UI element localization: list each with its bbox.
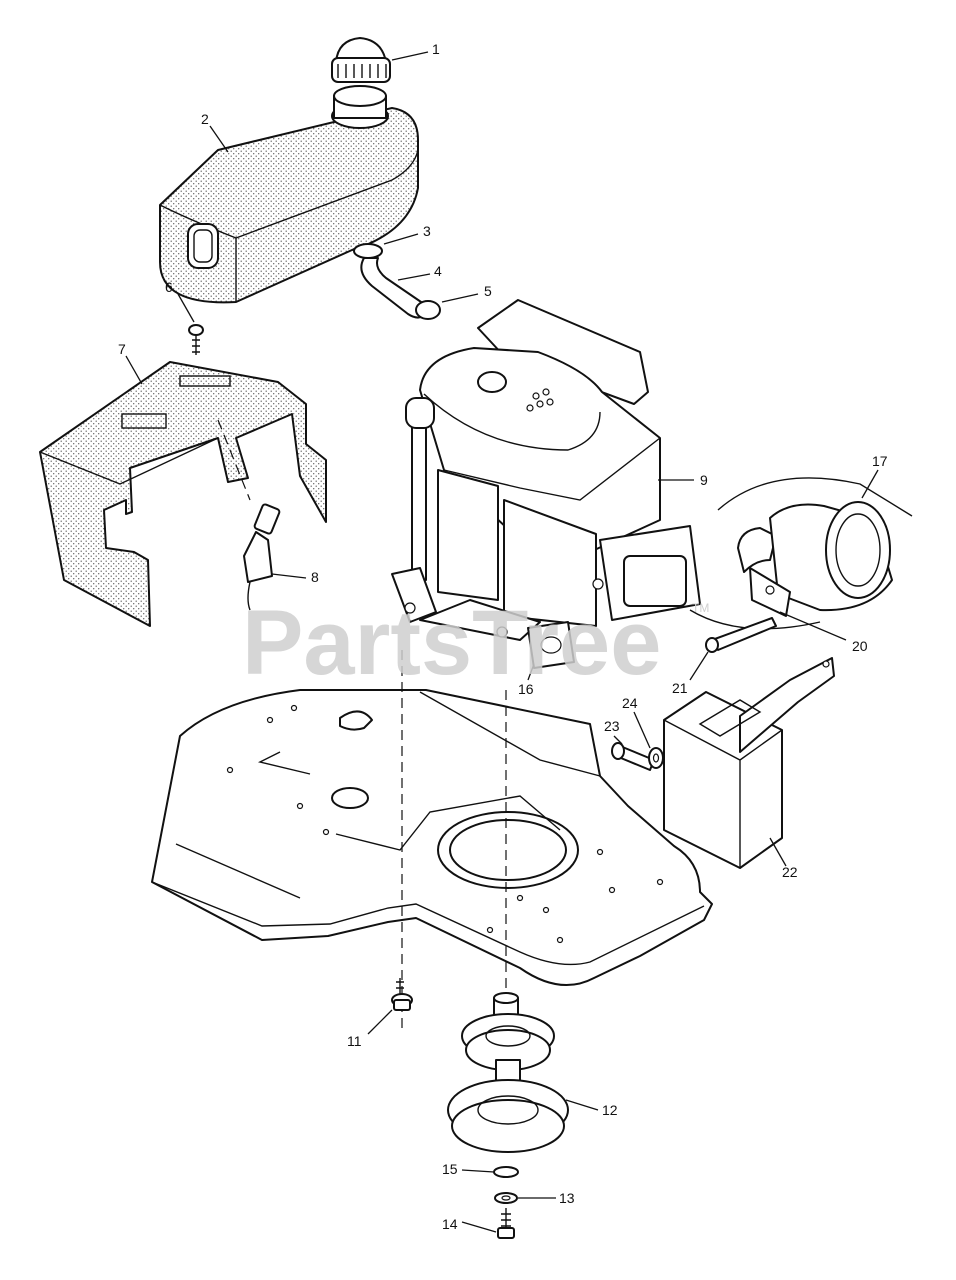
callout-9: 9 [700,472,708,488]
callout-1: 1 [432,41,440,57]
callout-23: 23 [604,718,620,734]
chassis-frame [151,689,713,987]
callout-22: 22 [782,864,798,880]
lock-washer-13 [494,1192,518,1204]
callout-2: 2 [201,111,209,127]
washer-15 [493,1166,519,1178]
callout-14: 14 [442,1216,458,1232]
callout-4: 4 [434,263,442,279]
callout-24: 24 [622,695,638,711]
callout-17: 17 [872,453,888,469]
engine [391,299,701,669]
fuel-line [353,243,441,320]
bolt-21 [705,617,777,653]
callout-21: 21 [672,680,688,696]
callout-11: 11 [347,1033,362,1049]
dashboard-panel [39,361,327,627]
washer-24 [648,747,664,769]
alignment-lines [217,419,507,1030]
pulley [447,992,569,1153]
callout-labels: 1 2 3 4 5 6 7 8 9 11 12 13 14 15 16 17 2… [118,41,888,1232]
callout-3: 3 [423,223,431,239]
callout-7: 7 [118,341,126,357]
throttle-control [243,503,281,611]
callout-20: 20 [852,638,868,654]
callout-12: 12 [602,1102,618,1118]
callout-8: 8 [311,569,319,585]
fuel-cap [331,37,391,83]
leader-lines [125,51,879,1233]
fuel-tank [159,85,419,304]
trademark-symbol: TM [692,601,709,615]
callout-16: 16 [518,681,534,697]
callout-15: 15 [442,1161,458,1177]
screw-6 [188,324,204,355]
bolt-14 [497,1208,515,1239]
muffler [689,477,913,630]
watermark: PartsTree [242,592,661,694]
callout-5: 5 [484,283,492,299]
heat-shield [663,657,835,869]
callout-6: 6 [165,279,173,295]
bolt-23 [611,742,655,771]
screw-11 [391,978,413,1011]
callout-13: 13 [559,1190,575,1206]
